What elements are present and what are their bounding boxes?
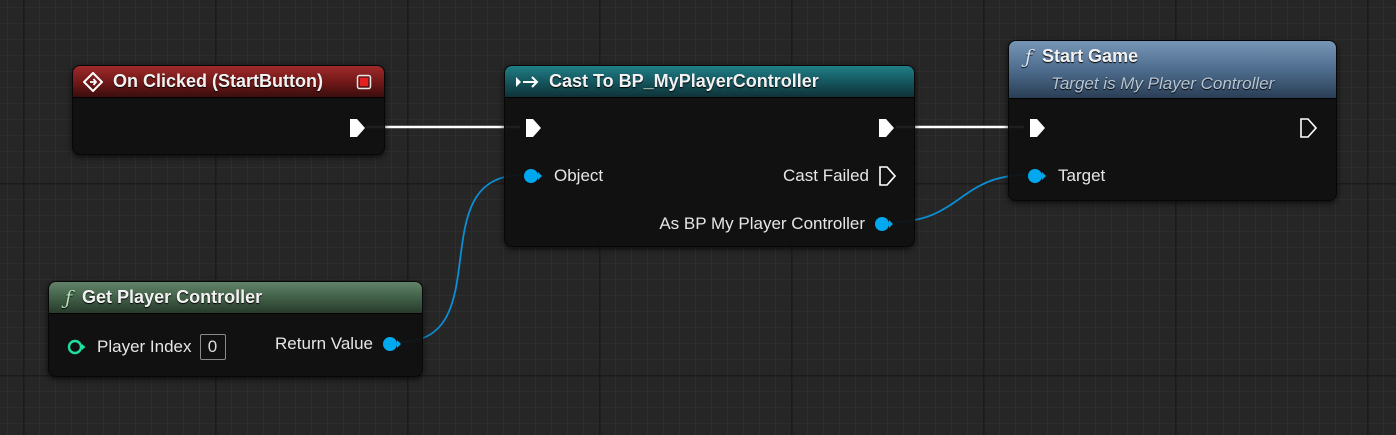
object-pin-icon <box>524 169 542 183</box>
exec-out-pin[interactable] <box>1299 118 1317 138</box>
cast-arrow-icon <box>515 74 541 90</box>
start-game-function-node[interactable]: ƒ Start Game Target is My Player Control… <box>1008 40 1337 201</box>
exec-pin-icon <box>526 119 541 137</box>
exec-pin-icon <box>879 119 894 137</box>
get-player-controller-node[interactable]: ƒ Get Player Controller Player Index 0 R… <box>48 281 423 377</box>
exec-in-pin[interactable] <box>1028 118 1046 138</box>
node-header[interactable]: Cast To BP_MyPlayerController <box>505 66 914 98</box>
exec-pin-icon <box>1300 118 1317 138</box>
exec-out-pin[interactable] <box>877 118 895 138</box>
exec-pin-icon <box>1030 119 1045 137</box>
pin-label: Object <box>554 166 604 185</box>
object-pin-icon <box>875 217 893 231</box>
pin-label: As BP My Player Controller <box>659 214 865 233</box>
pin-label: Cast Failed <box>783 166 869 185</box>
event-diamond-icon <box>83 71 103 92</box>
exec-in-pin[interactable] <box>524 118 542 138</box>
player-index-pin[interactable]: Player Index 0 <box>67 334 226 360</box>
function-f-icon: ƒ <box>65 286 73 309</box>
exec-pin-icon <box>879 166 896 186</box>
exec-pin-icon <box>350 119 365 137</box>
cast-failed-pin[interactable]: Cast Failed <box>783 166 896 186</box>
node-title: Get Player Controller <box>82 287 263 307</box>
as-controller-out-pin[interactable]: As BP My Player Controller <box>659 214 894 234</box>
target-in-pin[interactable]: Target <box>1027 166 1105 186</box>
node-subtitle: Target is My Player Controller <box>1051 73 1275 93</box>
on-clicked-event-node[interactable]: On Clicked (StartButton) <box>72 65 385 155</box>
object-pin-icon <box>1028 169 1046 183</box>
player-index-input[interactable]: 0 <box>199 334 226 360</box>
node-header[interactable]: On Clicked (StartButton) <box>73 66 384 98</box>
function-f-icon: ƒ <box>1025 45 1033 68</box>
return-value-out-pin[interactable]: Return Value <box>275 334 402 354</box>
object-pin-icon <box>383 337 401 351</box>
node-title: Start Game <box>1042 46 1139 66</box>
exec-out-pin[interactable] <box>348 118 366 138</box>
int-pin-icon <box>67 339 86 355</box>
node-header[interactable]: ƒ Start Game Target is My Player Control… <box>1009 41 1336 99</box>
node-header[interactable]: ƒ Get Player Controller <box>49 282 422 314</box>
pin-label: Return Value <box>275 334 373 353</box>
object-in-pin[interactable]: Object <box>523 166 603 186</box>
node-title: Cast To BP_MyPlayerController <box>549 71 819 91</box>
node-title: On Clicked (StartButton) <box>113 71 323 91</box>
pin-label: Target <box>1058 166 1106 185</box>
pin-label: Player Index <box>97 337 192 356</box>
delegate-square-icon[interactable] <box>356 74 372 90</box>
cast-to-node[interactable]: Cast To BP_MyPlayerController Object Cas… <box>504 65 915 247</box>
